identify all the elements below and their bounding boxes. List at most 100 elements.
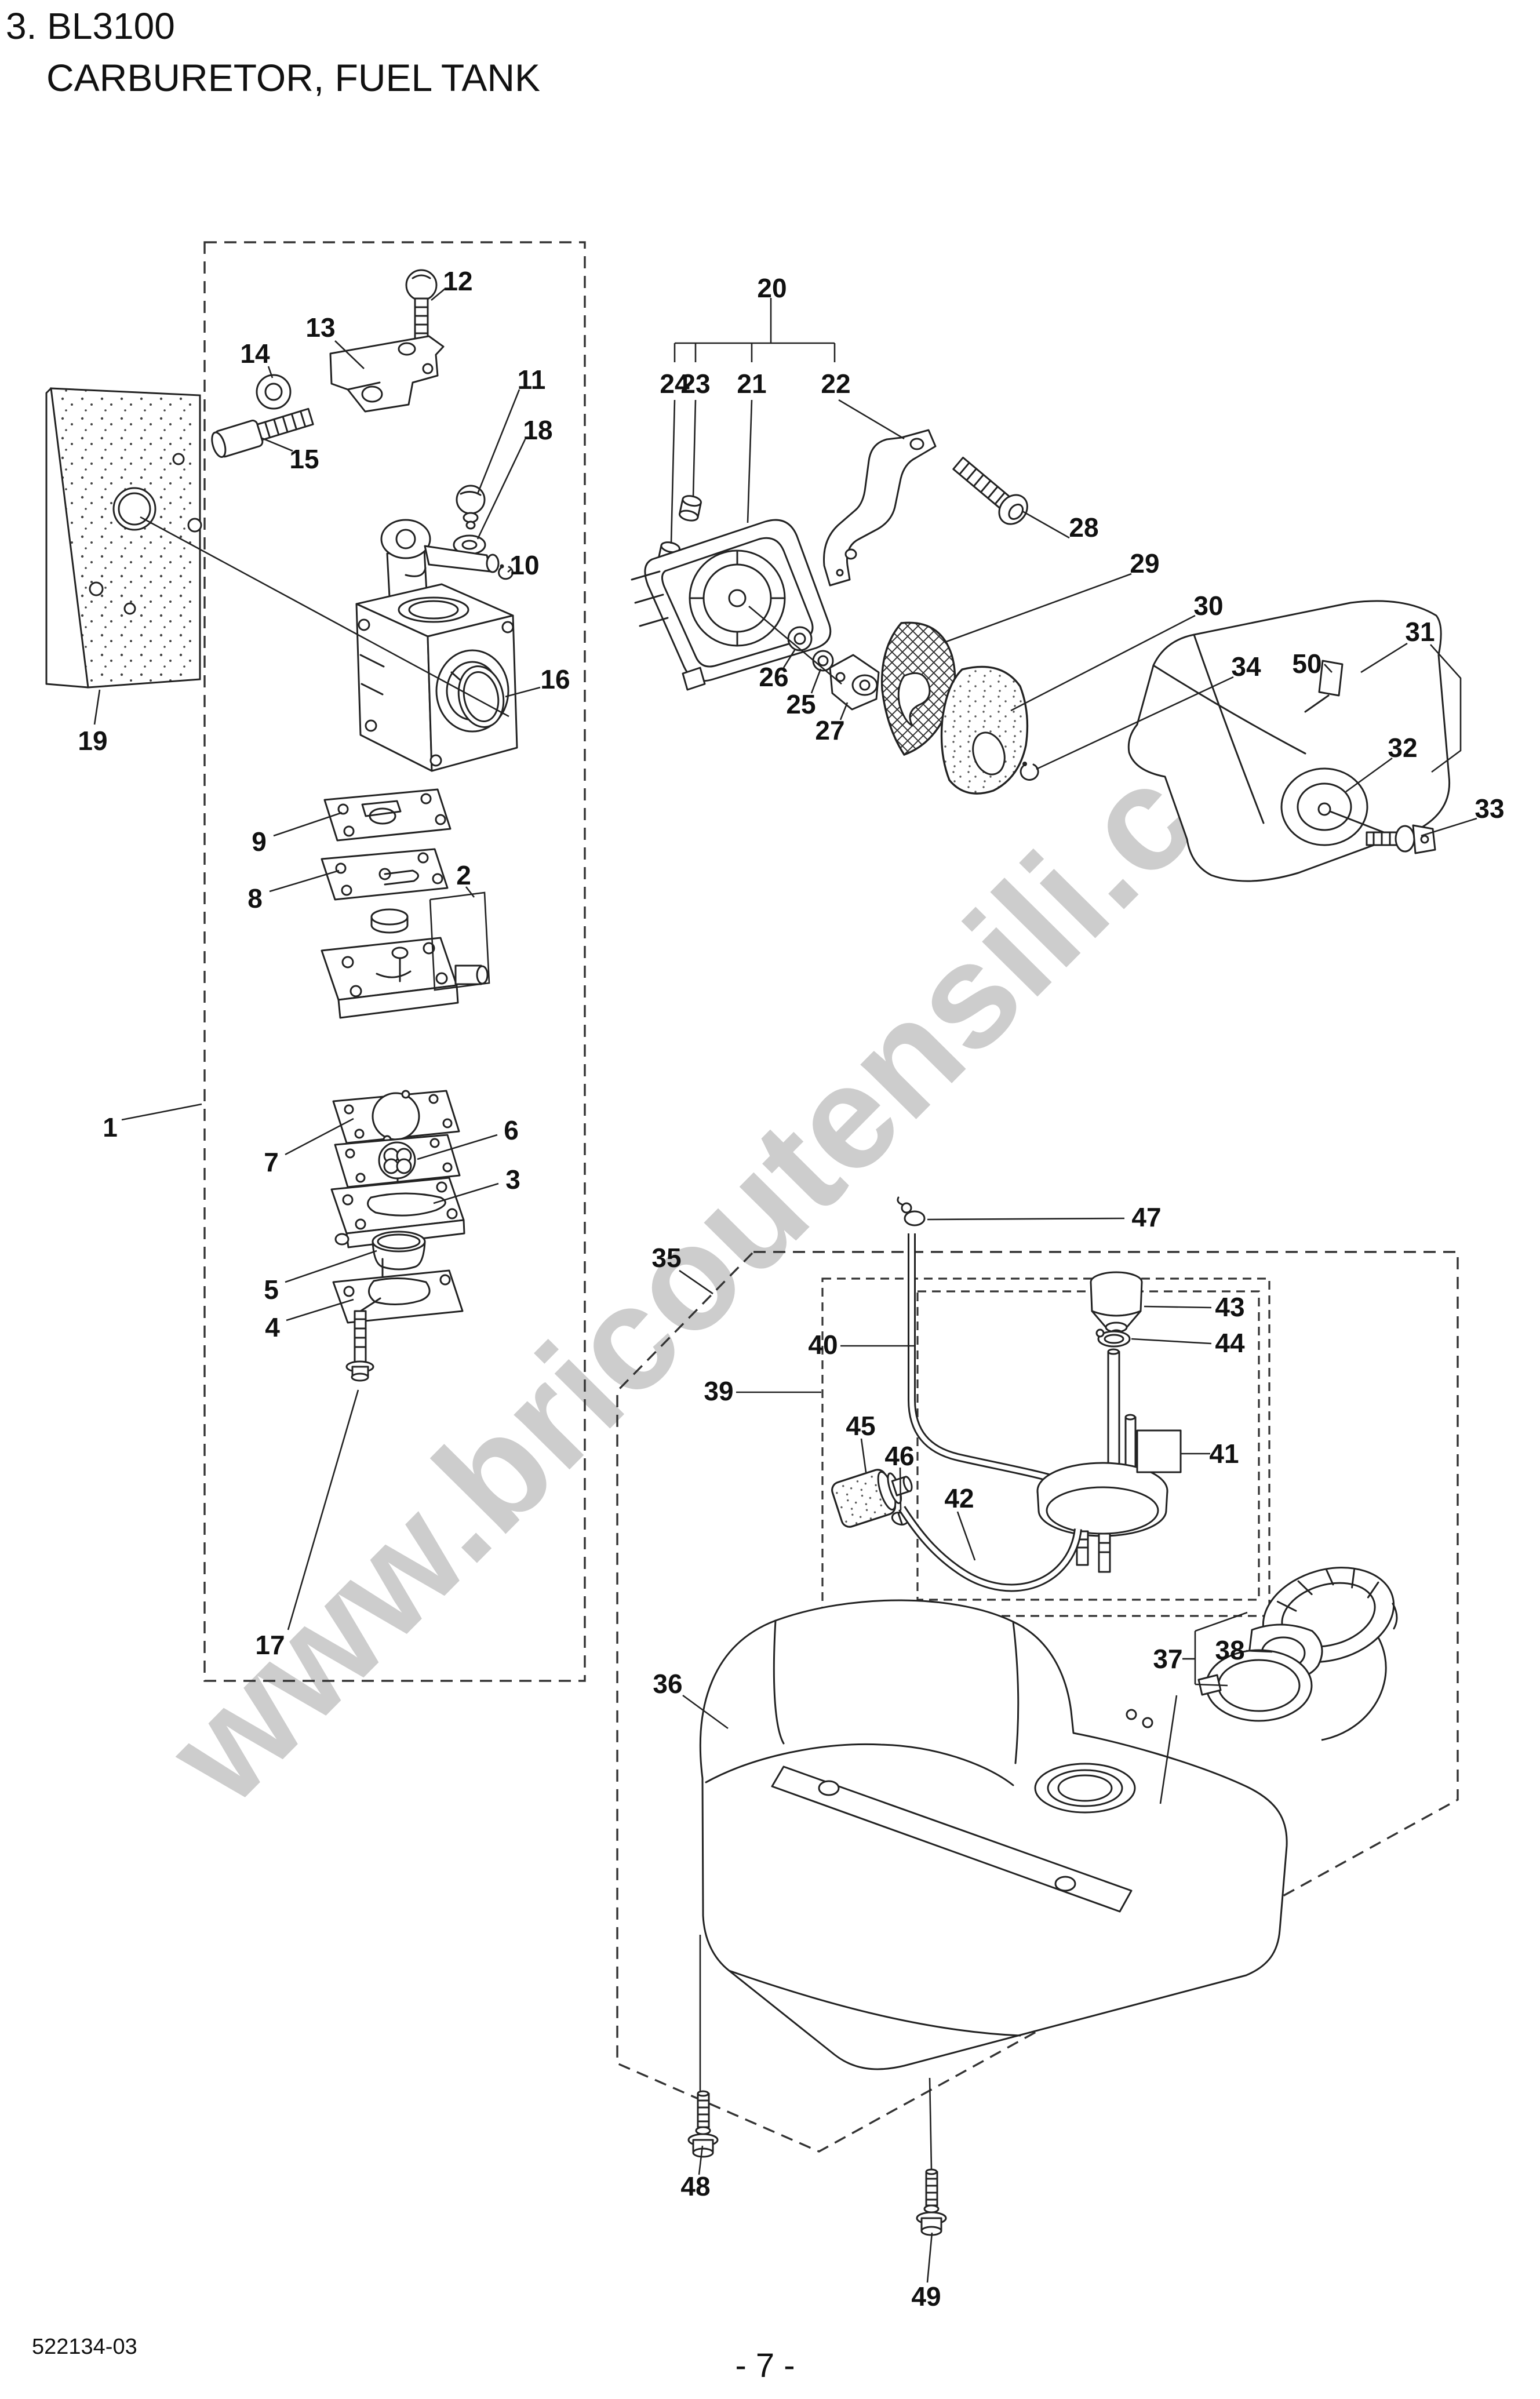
leader-13: [334, 340, 365, 369]
page-title: 3. BL3100 CARBURETOR, FUEL TANK: [6, 5, 540, 100]
leader-33: [1421, 817, 1477, 837]
bracket-line-15: [929, 2077, 933, 2169]
title-model: 3. BL3100: [6, 5, 175, 47]
part-bolt-15: [211, 407, 314, 458]
document-code: 522134-03: [32, 2335, 137, 2359]
part-oring-44: [1095, 1328, 1131, 1348]
part-fuel-filter-45: [831, 1469, 913, 1528]
leader-45: [860, 1438, 867, 1473]
leader-23: [692, 399, 697, 498]
leader-6: [417, 1134, 498, 1160]
leader-10: [507, 569, 512, 573]
part-screw-11: [456, 485, 486, 530]
part-washer-26: [787, 626, 813, 651]
leader-8: [269, 869, 340, 893]
part-pickup-body-41: [1036, 1348, 1182, 1573]
bracket-line-13: [748, 606, 842, 685]
part-filter-pad-30: [940, 665, 1029, 795]
part-fan-cover-21: [631, 519, 832, 691]
pickup-outer-box: [821, 1277, 1270, 1617]
part-oring-16: [457, 665, 505, 728]
leader-15: [261, 437, 293, 452]
part-air-cover-32: [1127, 600, 1451, 882]
part-circlip-34: [1020, 762, 1039, 781]
leader-22: [838, 399, 905, 440]
part-lever-22: [823, 429, 937, 587]
part-plate-4: [332, 1258, 464, 1324]
page-number: - 7 -: [735, 2347, 795, 2385]
part-throttle-upper: [380, 519, 500, 598]
part-primer-bowl-5: [372, 1231, 426, 1271]
leader-4: [286, 1298, 354, 1322]
part-bolt-17: [345, 1310, 374, 1382]
part-plate-9: [323, 788, 452, 842]
bracket-line-10: [1195, 1683, 1228, 1687]
part-gasket-plate-19: [45, 387, 202, 689]
leader-14: [267, 366, 274, 378]
part-label-plate-50: [1304, 660, 1344, 713]
leader-26: [782, 649, 796, 668]
leader-47: [927, 1217, 1125, 1221]
part-vent-tube: [908, 1233, 1072, 1488]
part-diaphragm-8: [321, 848, 449, 901]
leader-42: [956, 1511, 976, 1561]
leader-31: [1360, 642, 1408, 674]
part-bracket-13: [329, 335, 445, 413]
part-screw-28: [952, 456, 1028, 525]
leader-38: [1246, 1650, 1273, 1653]
leader-34: [1036, 676, 1234, 770]
bracket-line-16: [1159, 1695, 1178, 1804]
leader-28: [1022, 510, 1070, 539]
part-screw-12: [405, 269, 438, 344]
part-screw-33: [1366, 824, 1436, 854]
carburetor-group-box: [203, 241, 586, 1682]
leader-25: [810, 668, 822, 694]
leader-12: [431, 288, 446, 301]
part-washer-14: [256, 374, 292, 410]
part-mesh-screen-29: [880, 621, 956, 756]
leader-21: [747, 399, 753, 523]
leader-30: [1010, 614, 1196, 712]
leader-48: [698, 2145, 704, 2175]
title-section: CARBURETOR, FUEL TANK: [46, 56, 541, 99]
leader-17: [287, 1389, 359, 1630]
leader-19: [93, 689, 101, 725]
leader-1: [121, 1103, 202, 1121]
pickup-inner-box: [916, 1290, 1260, 1601]
leader-11: [476, 389, 520, 494]
leader-32: [1345, 757, 1393, 793]
part-primer-cup: [370, 908, 409, 934]
part-fuel-pipe-42: [898, 1506, 1082, 1592]
part-screw-49: [916, 2168, 947, 2236]
leader-35: [679, 1269, 713, 1295]
leader-24: [670, 399, 676, 544]
leader-9: [273, 811, 343, 837]
leader-44: [1131, 1338, 1212, 1345]
bracket-line-12: [140, 516, 509, 718]
part-diaphragm-6: [334, 1134, 461, 1190]
leader-27: [839, 702, 849, 720]
leader-36: [682, 1694, 729, 1730]
part-primer-bulb-43: [1090, 1271, 1143, 1339]
bracket-line-6: [1430, 644, 1462, 773]
part-vent-grommet-47: [897, 1196, 926, 1226]
leader-16: [505, 686, 541, 698]
leader-50: [1324, 664, 1333, 673]
part-clip-10: [498, 564, 514, 580]
leader-3: [433, 1182, 499, 1204]
part-fuel-tank-36: [699, 1599, 1288, 2070]
part-bushing-23: [679, 495, 702, 522]
dashed-group-boxes: [203, 241, 1459, 2153]
part-cable-bracket-27: [829, 654, 880, 711]
leader-46: [899, 1467, 902, 1511]
part-cap-tether-ring: [1197, 1649, 1313, 1722]
fuel-tank-group-box: [616, 1251, 1459, 2153]
leader-49: [926, 2232, 933, 2283]
leader-18: [476, 439, 526, 540]
part-gasket-7: [332, 1090, 460, 1144]
leader-5: [285, 1250, 377, 1283]
leader-lines: [93, 288, 1477, 2283]
leader-7: [285, 1117, 354, 1156]
